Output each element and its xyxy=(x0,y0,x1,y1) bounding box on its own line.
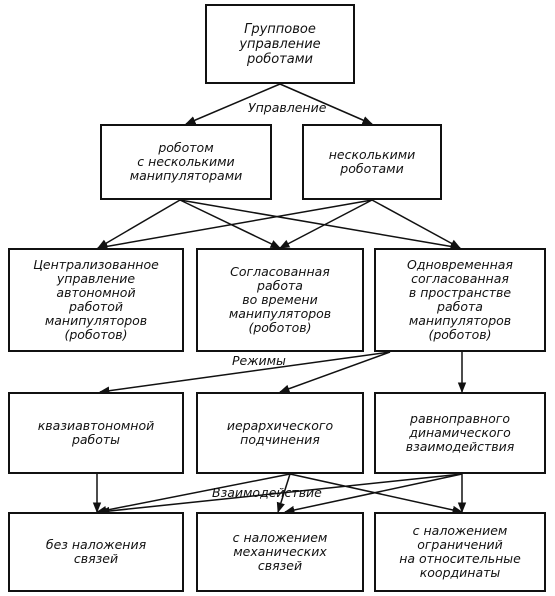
node-interaction-no-constraints: без наложения связей xyxy=(8,512,184,592)
edge-space-hier xyxy=(279,351,391,393)
edge-armctrl-time xyxy=(179,199,281,249)
node-mode-centralized: Централизованное управление автономной р… xyxy=(8,248,184,352)
edge-space-quasi xyxy=(98,351,391,395)
edge-equal-mech xyxy=(283,473,463,515)
node-root: Групповое управление роботами xyxy=(205,4,355,84)
edge-equal-none xyxy=(98,473,463,516)
edge-hier-none xyxy=(95,473,291,515)
edge-robotctrl-space xyxy=(371,199,461,249)
edge-robotctrl-time xyxy=(279,199,373,249)
node-regime-quasi-autonomous: квазиавтономной работы xyxy=(8,392,184,474)
label-control: Управление xyxy=(248,100,327,115)
node-mode-space-coordinated: Одновременная согласованная в пространст… xyxy=(374,248,546,352)
node-regime-equal-dynamic: равноправного динамического взаимодейств… xyxy=(374,392,546,474)
node-mode-time-coordinated: Согласованная работа во времени манипуля… xyxy=(196,248,364,352)
node-control-multi-arm-robot: роботом с несколькими манипуляторами xyxy=(100,124,272,200)
edge-root-robotctrl xyxy=(279,83,373,125)
node-regime-hierarchical: иерархического подчинения xyxy=(196,392,364,474)
node-control-multiple-robots: несколькими роботами xyxy=(302,124,442,200)
node-interaction-mechanical: с наложением механических связей xyxy=(196,512,364,592)
edge-root-armctrl xyxy=(185,83,281,125)
edge-armctrl-central xyxy=(97,199,181,249)
edge-armctrl-space xyxy=(179,199,462,251)
label-regimes: Режимы xyxy=(232,353,286,368)
edge-robotctrl-central xyxy=(96,199,373,251)
label-interaction: Взаимодействие xyxy=(212,485,322,500)
node-interaction-relative-coords: с наложением ограничений на относительны… xyxy=(374,512,546,592)
